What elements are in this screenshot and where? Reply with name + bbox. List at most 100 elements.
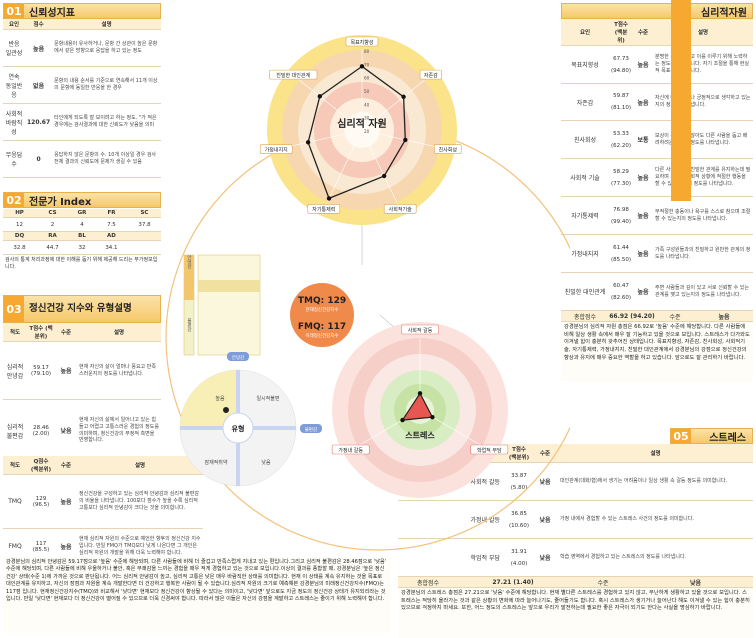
- row-desc: 현재 자신의 삶이 얼마나 풍요고 만족스러운지의 정도를 나타냅니다.: [77, 341, 161, 400]
- row-percentile: (4.00): [510, 560, 528, 567]
- total-value: 66.92 (94.20): [609, 312, 655, 320]
- row-desc: 현재 자신의 삶에서 일어나고 있는 힘들고 어렵고 고통스러운 경험의 정도를…: [77, 399, 161, 462]
- row-t-score: 53.33: [613, 130, 629, 137]
- radar-label: 친밀한 대인관계: [269, 69, 318, 80]
- row-percentile: (77.30): [611, 180, 632, 187]
- col-header: 설명: [77, 323, 161, 342]
- bar-bottom-label: 불편감: [187, 317, 192, 332]
- total-level-label: 수준: [669, 313, 681, 321]
- radar-label-box: [419, 69, 442, 80]
- row-q-score: 129: [35, 495, 47, 502]
- radar-tick: 60: [364, 76, 370, 81]
- col-header: 요인: [561, 19, 609, 46]
- row-percentile: (85.5): [32, 546, 50, 553]
- row-percentile: (85.50): [611, 256, 632, 263]
- radar-label: 학업적 부담: [470, 444, 509, 455]
- row-name: 반응 일관성: [3, 29, 25, 67]
- section-title: 심리적자원: [701, 7, 747, 19]
- row-percentile: (94.80): [611, 67, 632, 74]
- index-value: 34.1: [94, 240, 128, 255]
- col-header: 설명: [52, 19, 161, 30]
- stress-total-row: 총합점수 27.21 (1.40) 수준 낮음: [398, 577, 753, 588]
- index-header: DQ: [3, 231, 37, 241]
- index-value: 32: [69, 240, 95, 255]
- row-t-score: 58.29: [613, 168, 629, 175]
- section-title: 전문가 Index: [29, 196, 92, 208]
- row-name: 무응답수: [3, 140, 25, 178]
- index-header: SC: [127, 209, 161, 218]
- section-number: 03: [4, 296, 24, 322]
- bar-panel: [197, 254, 261, 356]
- resources-total-row: 총합점수 66.92 (94.20) 수준 높음: [561, 311, 753, 322]
- radar-axis: [299, 79, 363, 131]
- row-level: 낮음: [532, 500, 558, 539]
- row-desc: 가족 구성원들과의 친밀하고 원만한 관계의 정도를 나타냅니다.: [653, 234, 753, 273]
- type-quadrant: 유형 안녕감 불편감 높음 일시적불편 잠재적취약 낮음: [179, 352, 322, 487]
- row-t-score: 76.98: [613, 206, 629, 213]
- radar-label-text: 목표지향성: [350, 39, 373, 46]
- row-score: 120.67: [25, 103, 53, 141]
- row-t-score: 59.87: [613, 93, 629, 99]
- radar-axis: [283, 129, 363, 149]
- row-level: 높음: [55, 474, 77, 529]
- row-desc: 정신건강을 구성하고 있는 심리적 안녕감과 심리적 불편감의 비율을 나타냅니…: [77, 474, 203, 529]
- row-desc: 보상이 주어지지 않아도 다른 사람을 돕고 배려하려는 태도의 정도를 나타냅…: [653, 120, 753, 159]
- row-desc: 가정 내에서 경험할 수 있는 스트레스 사건의 정도를 의미합니다.: [558, 500, 753, 539]
- row-percentile: (2.00): [32, 430, 50, 437]
- resource-center-label: 심리적 자원: [337, 117, 386, 130]
- row-name: 연속 동일반응: [3, 66, 25, 104]
- radar-label: 가정내지지: [259, 144, 293, 154]
- wellbeing-bar: 안녕감 불편감: [183, 254, 261, 356]
- row-t-score: 60.47: [613, 282, 629, 289]
- radar-label-text: 가정내 갈등: [338, 447, 363, 454]
- radar-label-text: 사회적기술: [389, 206, 412, 213]
- row-level: 보통: [633, 120, 654, 159]
- row-desc: 대인관계(대화/협)에서 생기는 어려움이나 일상 생활 속 갈등 정도를 의미…: [558, 462, 753, 501]
- row-percentile: (96.5): [32, 501, 50, 508]
- type-top-label: 안녕감: [232, 354, 244, 361]
- radar-label-box: [401, 324, 439, 335]
- radar-label: 친사회성: [434, 144, 462, 154]
- row-desc: 주변 사람들과 깊이 있고 서로 신뢰할 수 있는 관계를 맺고 있는지의 정도…: [653, 272, 753, 311]
- radar-label: 가정내 갈등: [331, 444, 370, 455]
- radar-label-box: [269, 69, 318, 80]
- stress-polygon: [401, 392, 434, 421]
- row-desc: 학습 영역에서 경험하고 있는 스트레스의 정도를 나타냅니다.: [558, 538, 753, 577]
- row-name: 사회적 바람직성: [3, 103, 25, 141]
- radar-label-box: [383, 203, 417, 214]
- radar-point: [359, 64, 365, 69]
- row-level: 높음: [633, 45, 654, 84]
- radar-axis: [361, 129, 397, 203]
- bar-top-label: 안녕감: [187, 254, 192, 269]
- col-header: 척도: [3, 323, 27, 342]
- radar-point: [401, 94, 406, 100]
- stress-center-label: 스트레스: [405, 430, 435, 440]
- radar-point: [430, 414, 435, 420]
- row-q-score: 117: [35, 540, 47, 547]
- col-header: 설명: [558, 444, 753, 463]
- total-level: 높음: [718, 313, 730, 321]
- index-value: 12: [3, 217, 37, 232]
- total-level: 낮음: [689, 579, 702, 587]
- resource-polygon: [307, 65, 406, 200]
- radar-point: [400, 417, 405, 423]
- section-number: 05: [671, 429, 691, 443]
- mental-health-summary: 강경분님의 심리적 안녕감은 59.17점으로 '높음' 수준에 해당되며, 다…: [3, 557, 391, 633]
- row-score: 0: [25, 140, 53, 178]
- col-header: 점수: [25, 19, 53, 30]
- row-t-score: 33.87: [511, 472, 527, 479]
- total-value: 27.21 (1.40): [492, 578, 534, 586]
- row-level: 높음: [633, 158, 654, 197]
- radar-label-text: 자존감: [424, 72, 438, 79]
- row-score: 없음: [25, 66, 53, 104]
